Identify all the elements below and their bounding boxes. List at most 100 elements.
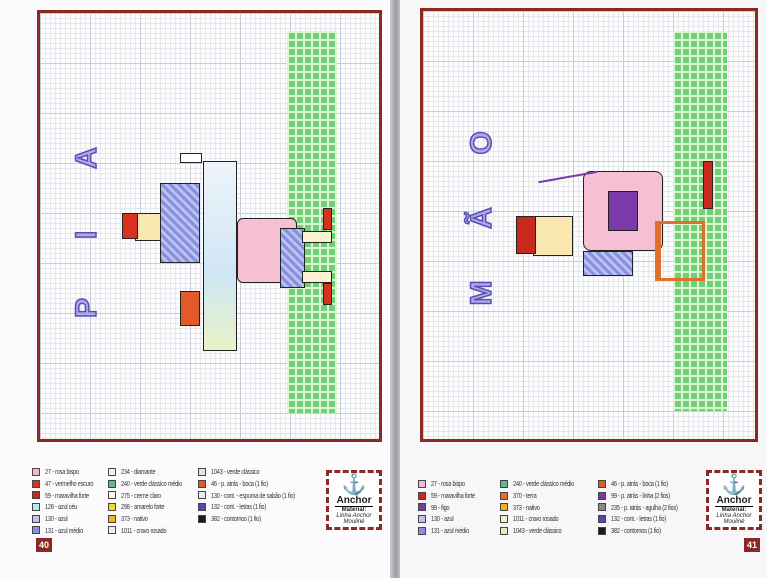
legend-label: 46 - p. atrás - boca (1 fio) [211, 479, 268, 489]
chart-letter: P [69, 297, 104, 319]
color-swatch [500, 514, 508, 523]
book-gutter [390, 0, 402, 578]
color-swatch [108, 514, 116, 523]
legend-label: 370 - terra [513, 491, 537, 501]
legend-item: 27 - rosa bispo [32, 466, 109, 478]
color-swatch [500, 479, 508, 488]
figure-arm [160, 183, 200, 263]
legend-label: 27 - rosa bispo [45, 467, 79, 477]
color-swatch [198, 514, 206, 523]
color-swatch [598, 514, 606, 523]
color-swatch [108, 526, 116, 535]
figure-head [533, 216, 573, 256]
legend-label: 298 - amarelo forte [121, 502, 165, 512]
legend-item: 235 - p. atrás - agulha (2 fios) [598, 501, 700, 513]
legend-label: 131 - azul médio [45, 525, 83, 535]
color-swatch [108, 479, 116, 488]
legend-label: 234 - diamante [121, 467, 156, 477]
color-swatch [198, 491, 206, 500]
color-swatch [418, 526, 426, 535]
figure-shoe [703, 161, 713, 209]
legend-item: 382 - contornos (1 fio) [598, 525, 700, 537]
page-number: 40 [36, 538, 52, 552]
legend-label: 373 - nativo [121, 514, 148, 524]
legend-item: 128 - azul céu [32, 501, 109, 513]
legend-item: 382 - contornos (1 fio) [198, 513, 323, 525]
legend-label: 373 - nativo [513, 502, 540, 512]
legend-label: 132 - cont. - letras (1 fio) [611, 514, 666, 524]
legend-item: 240 - verde clássico médio [500, 478, 594, 490]
figure-hair [122, 213, 138, 239]
legend-item: 370 - terra [500, 490, 594, 502]
color-swatch [32, 502, 40, 511]
legend-label: 46 - p. atrás - boca (1 fio) [611, 479, 668, 489]
color-swatch [32, 526, 40, 535]
color-swatch [500, 503, 508, 512]
legend-label: 240 - verde clássico médio [513, 479, 575, 489]
legend-item: 1043 - verde clássico [500, 525, 594, 537]
legend-item: 99 - figo [418, 501, 490, 513]
legend-item: 132 - cont. - letras (1 fio) [598, 513, 700, 525]
color-swatch [418, 514, 426, 523]
legend-label: 130 - azul [45, 514, 68, 524]
chart-letter: Ã [464, 206, 499, 229]
brand-name: Anchor [335, 495, 373, 507]
figure-legs [302, 271, 332, 283]
anchor-brand-box: ⚓ Anchor Material: Linha Anchor Mouliné [326, 470, 382, 530]
legend-label: 382 - contornos (1 fio) [611, 526, 661, 536]
legend-label: 275 - creme claro [121, 490, 161, 500]
right-chart-frame: O Ã M [420, 8, 758, 442]
right-page: O Ã M 27 - rosa bispo 59 - maravilha fort… [400, 0, 767, 578]
chart-letter: A [69, 146, 104, 169]
color-swatch [108, 467, 116, 476]
color-swatch [598, 526, 606, 535]
legend-label: 1011 - cravo rosado [121, 525, 167, 535]
anchor-icon: ⚓ [721, 474, 747, 496]
color-swatch [598, 491, 606, 500]
color-swatch [198, 479, 206, 488]
legend-label: 240 - verde clássico médio [121, 479, 183, 489]
legend-item: 130 - azul [418, 513, 490, 525]
legend-label: 59 - maravilha forte [45, 490, 89, 500]
color-swatch [108, 502, 116, 511]
legend-label: 99 - figo [431, 502, 450, 512]
legend-item: 131 - azul médio [32, 524, 109, 536]
legend-label: 130 - azul [431, 514, 454, 524]
figure-feet [180, 291, 200, 326]
color-swatch [500, 491, 508, 500]
legend-item: 99 - p. atrás - linha (2 fios) [598, 490, 700, 502]
chart-letter: I [69, 230, 104, 240]
color-swatch [500, 526, 508, 535]
legend-label: 130 - cont. - espuma de sabão (1 fio) [211, 490, 295, 500]
color-swatch [598, 503, 606, 512]
legend-item: 373 - nativo [500, 501, 594, 513]
legend-item: 27 - rosa bispo [418, 478, 490, 490]
material-label: Material: [721, 507, 747, 513]
legend-label: 128 - azul céu [45, 502, 78, 512]
material-label: Material: [341, 507, 367, 513]
color-swatch [598, 479, 606, 488]
legend-label: 1011 - cravo rosado [513, 514, 559, 524]
left-chart-frame: A I P [37, 10, 382, 442]
sink-basin [203, 161, 237, 351]
anchor-icon: ⚓ [341, 474, 367, 496]
legend-item: 1011 - cravo rosado [500, 513, 594, 525]
legend-label: 27 - rosa bispo [431, 479, 465, 489]
color-swatch [32, 467, 40, 476]
legend-item: 130 - cont. - espuma de sabão (1 fio) [198, 489, 323, 501]
legend-item: 46 - p. atrás - boca (1 fio) [598, 478, 700, 490]
color-swatch [418, 491, 426, 500]
legend-item: 1043 - verde clássico [198, 466, 323, 478]
legend-item: 234 - diamante [108, 466, 202, 478]
legend-item: 132 - cont. - letras (1 fio) [198, 501, 323, 513]
figure-head [135, 213, 163, 241]
legend-item: 275 - creme claro [108, 489, 202, 501]
figure-legs [302, 231, 332, 243]
brand-name: Anchor [715, 495, 753, 507]
legend-label: 59 - maravilha forte [431, 491, 475, 501]
legend-item: 240 - verde clássico médio [108, 478, 202, 490]
legend-item: 131 - azul médio [418, 525, 490, 537]
figure-apron [608, 191, 638, 231]
